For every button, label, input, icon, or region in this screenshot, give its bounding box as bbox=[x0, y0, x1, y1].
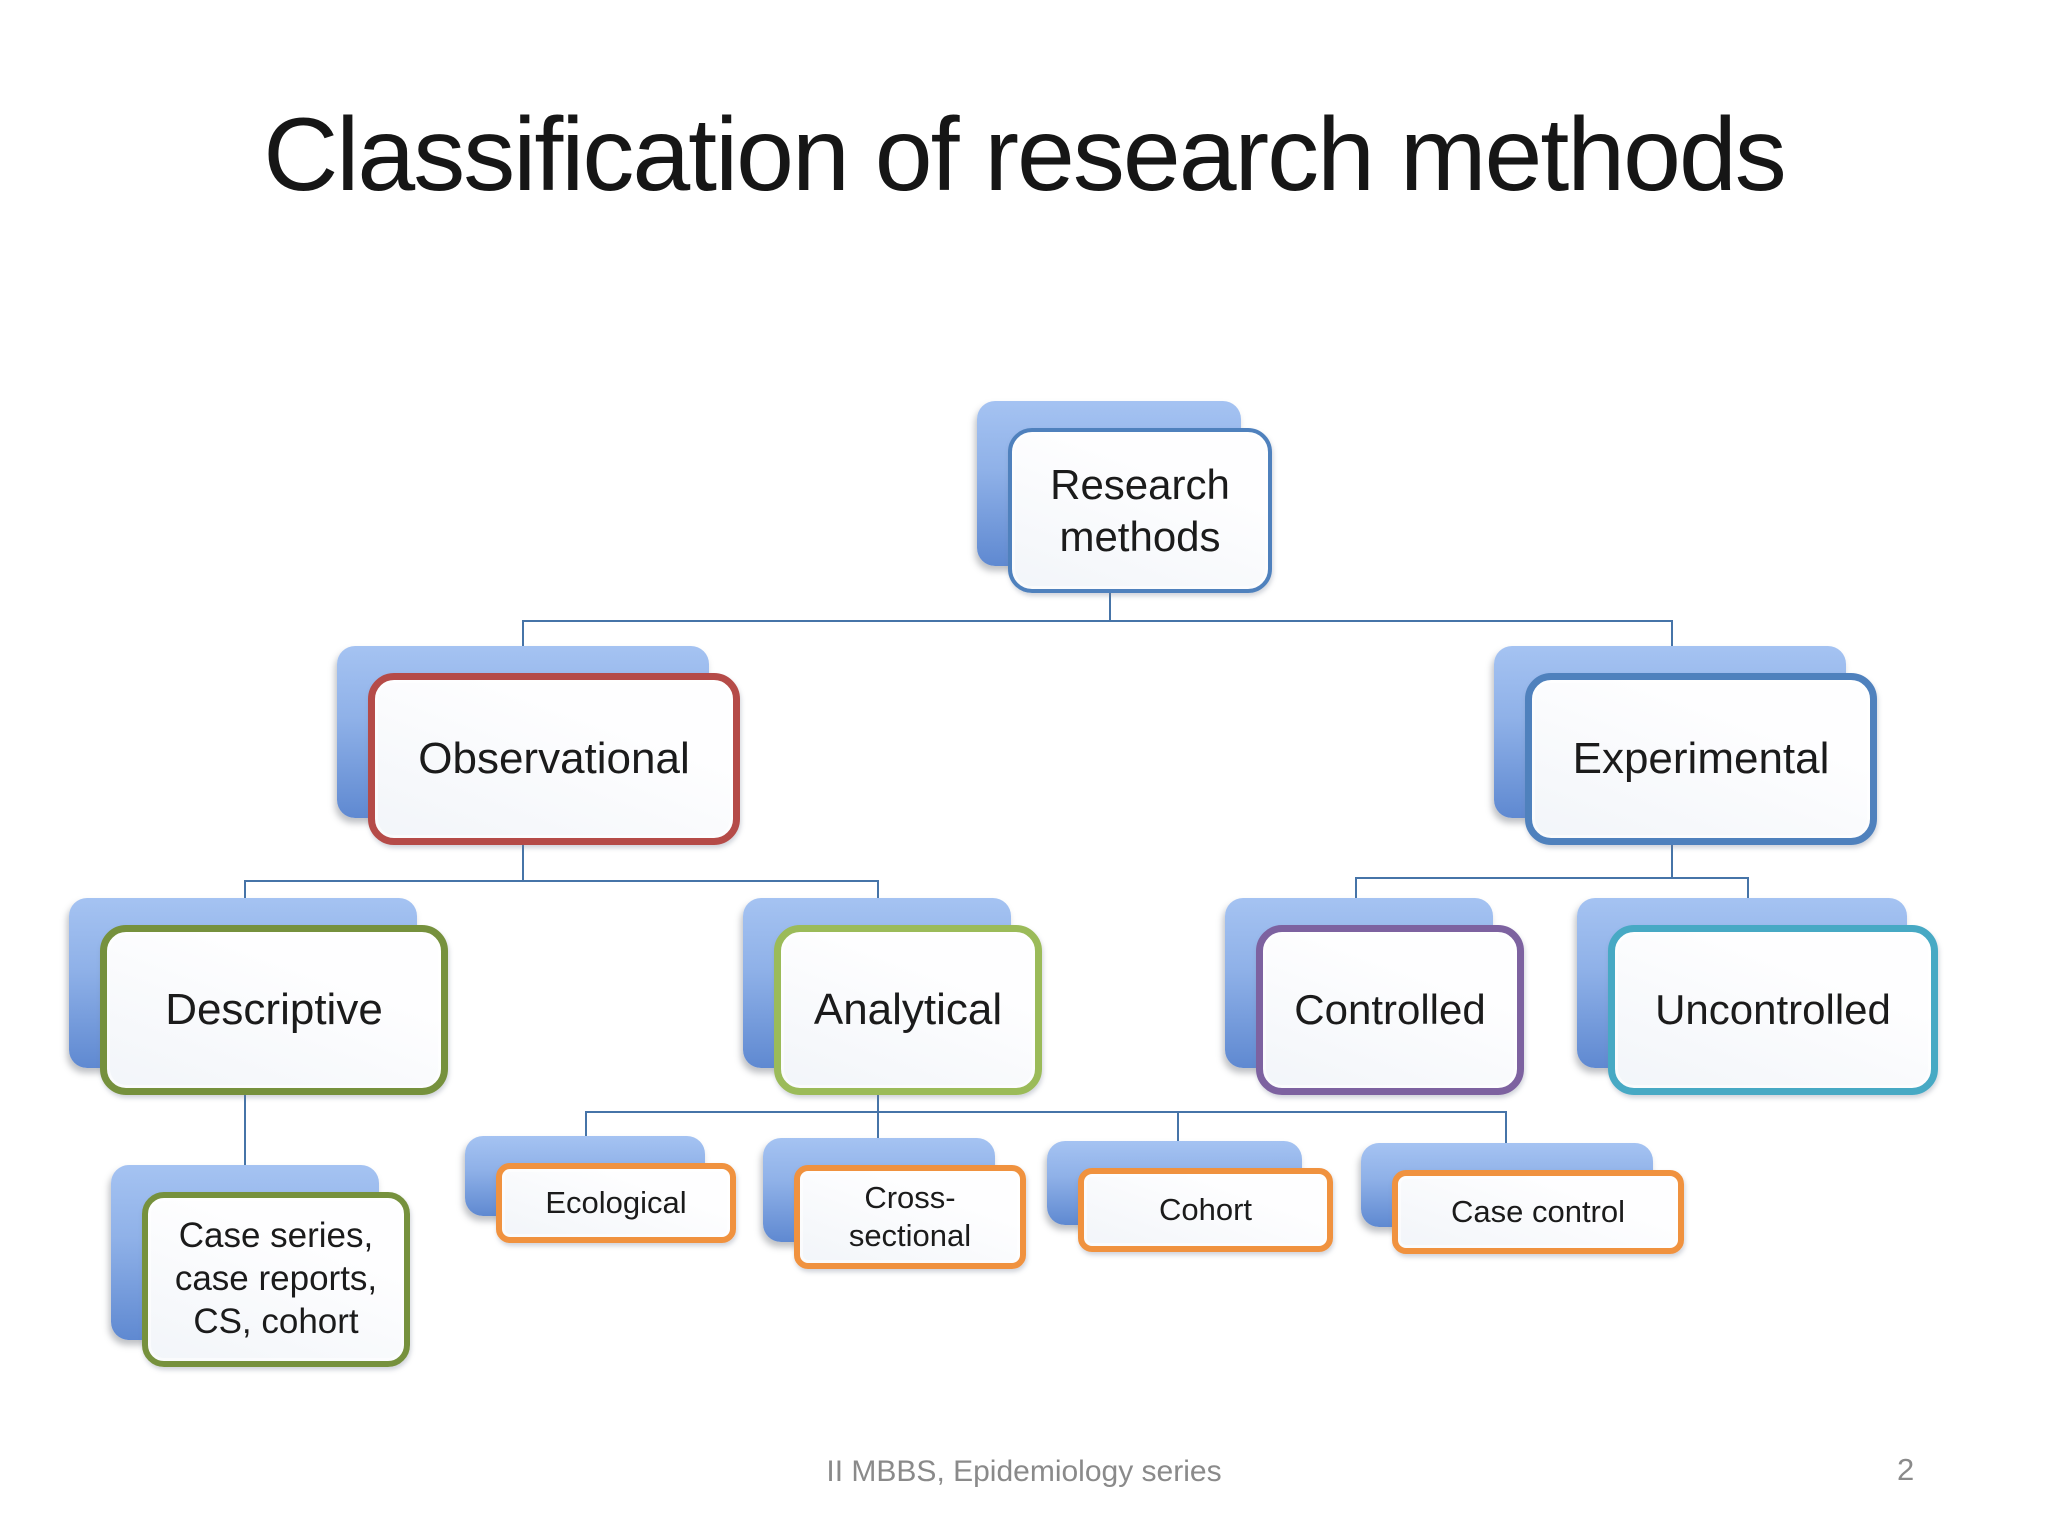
node-controlled: Controlled bbox=[1225, 898, 1524, 1095]
connector-line bbox=[1109, 593, 1111, 621]
connector-line bbox=[522, 845, 524, 881]
node-cohort: Cohort bbox=[1047, 1141, 1333, 1252]
node-label: Cross- sectional bbox=[848, 1180, 972, 1253]
connector-line bbox=[1505, 1111, 1507, 1144]
node-label: Cohort bbox=[1158, 1192, 1253, 1228]
connector-line bbox=[1355, 877, 1749, 879]
connector-line bbox=[522, 620, 1673, 622]
node-label: Research methods bbox=[1050, 461, 1230, 560]
node-label: Experimental bbox=[1572, 734, 1830, 784]
node-research-methods: Research methods bbox=[977, 401, 1272, 593]
node-label: Controlled bbox=[1294, 986, 1486, 1034]
footer-text: II MBBS, Epidemiology series bbox=[826, 1455, 1222, 1488]
connector-line bbox=[1671, 845, 1673, 878]
connector-line bbox=[244, 1095, 246, 1166]
node-label: Analytical bbox=[813, 985, 1003, 1035]
node-experimental: Experimental bbox=[1494, 646, 1877, 845]
node-cross-sectional: Cross- sectional bbox=[763, 1138, 1026, 1269]
node-case-control: Case control bbox=[1361, 1143, 1684, 1254]
node-label: Observational bbox=[418, 734, 690, 784]
connector-line bbox=[1671, 620, 1673, 647]
connector-line bbox=[522, 620, 524, 647]
connector-line bbox=[877, 1095, 879, 1112]
node-ecological: Ecological bbox=[465, 1136, 736, 1243]
page-number: 2 bbox=[1897, 1452, 1915, 1487]
connector-line bbox=[1355, 877, 1357, 899]
node-observational: Observational bbox=[337, 646, 740, 845]
connector-line bbox=[877, 880, 879, 899]
connector-line bbox=[877, 1111, 879, 1139]
connector-line bbox=[585, 1111, 587, 1137]
node-descriptive: Descriptive bbox=[69, 898, 448, 1095]
slide-title: Classification of research methods bbox=[263, 97, 1787, 213]
node-label: Uncontrolled bbox=[1655, 986, 1891, 1034]
node-label: Ecological bbox=[545, 1185, 687, 1221]
node-label: Descriptive bbox=[165, 985, 383, 1035]
node-analytical: Analytical bbox=[743, 898, 1042, 1095]
connector-line bbox=[1177, 1111, 1179, 1142]
connector-line bbox=[244, 880, 246, 899]
node-uncontrolled: Uncontrolled bbox=[1577, 898, 1938, 1095]
connector-line bbox=[1747, 877, 1749, 899]
node-case-series: Case series, case reports, CS, cohort bbox=[111, 1165, 410, 1367]
node-label: Case control bbox=[1450, 1194, 1626, 1230]
connector-line bbox=[585, 1111, 1507, 1113]
node-label: Case series, case reports, CS, cohort bbox=[174, 1216, 378, 1341]
connector-line bbox=[244, 880, 879, 882]
